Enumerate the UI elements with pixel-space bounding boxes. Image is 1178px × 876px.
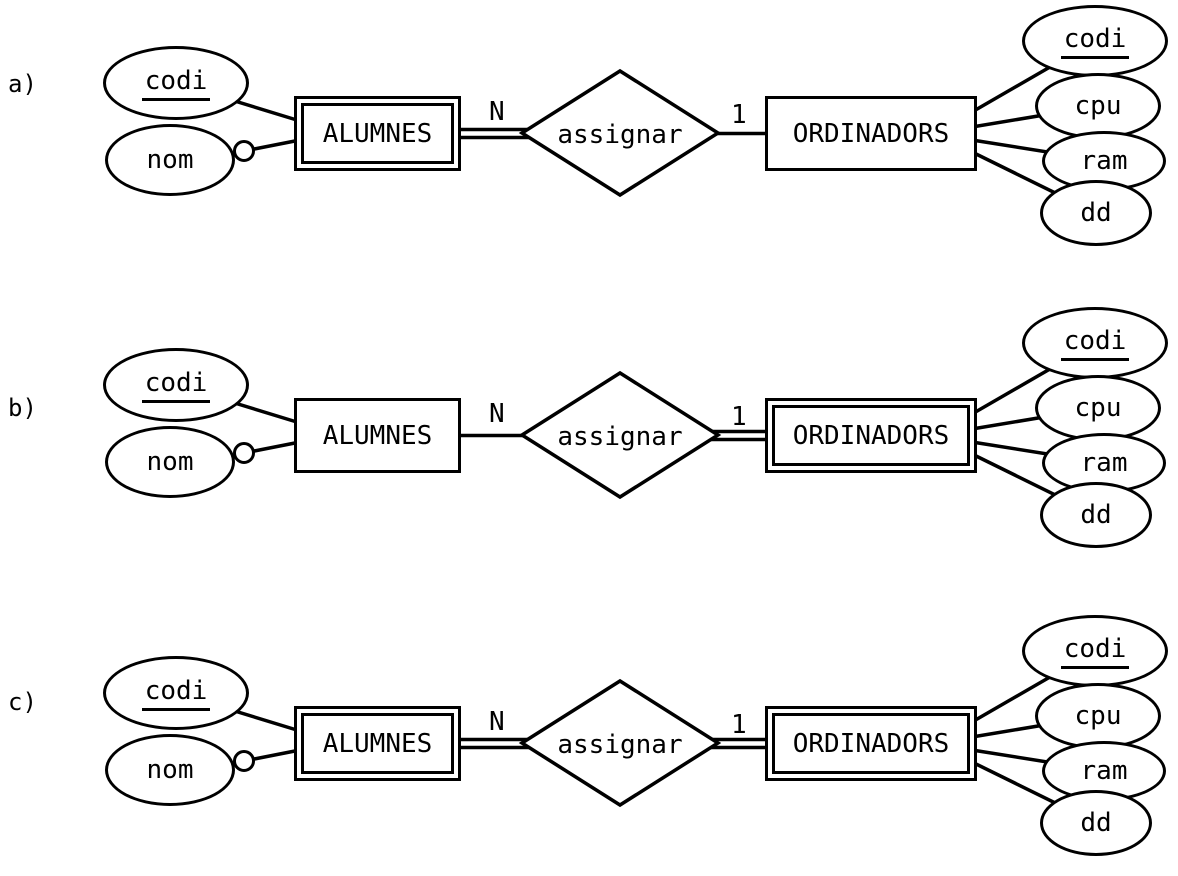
- relationship-label-assignar: assignar: [557, 730, 683, 760]
- attribute-ellipse-codi-left: codi: [103, 46, 249, 120]
- attribute-label-nom: nom: [146, 755, 194, 785]
- attribute-label-codi: codi: [1060, 326, 1130, 361]
- attribute-ellipse-cpu: cpu: [1035, 375, 1161, 441]
- entity-label-ordinadors: ORDINADORS: [792, 420, 950, 451]
- relationship-diamond-assignar: [518, 68, 722, 198]
- er-diagram-row-b: b) codi nom ALUMNES N assignar 1 ORDINAD…: [0, 302, 1178, 568]
- attribute-ellipse-nom: nom: [105, 124, 235, 196]
- optional-circle-marker: [233, 750, 255, 772]
- attribute-label-codi: codi: [1060, 24, 1130, 59]
- row-label-a: a): [8, 70, 37, 98]
- attribute-label-nom: nom: [146, 145, 194, 175]
- cardinality-n-label: N: [489, 399, 505, 429]
- entity-alumnes: ALUMNES: [294, 706, 461, 781]
- attribute-label-codi: codi: [141, 368, 211, 403]
- row-label-b: b): [8, 394, 37, 422]
- entity-ordinadors: ORDINADORS: [765, 398, 977, 473]
- attribute-ellipse-codi-right: codi: [1022, 615, 1168, 687]
- attribute-label-cpu: cpu: [1074, 91, 1122, 121]
- attribute-label-ram: ram: [1080, 448, 1128, 478]
- attribute-ellipse-cpu: cpu: [1035, 683, 1161, 749]
- cardinality-1-label: 1: [731, 710, 747, 740]
- attribute-label-codi: codi: [141, 676, 211, 711]
- attribute-ellipse-nom: nom: [105, 426, 235, 498]
- attribute-label-dd: dd: [1080, 500, 1112, 530]
- attribute-label-codi: codi: [141, 66, 211, 101]
- attribute-ellipse-codi-left: codi: [103, 348, 249, 422]
- row-b-connector-lines: [175, 341, 1105, 517]
- er-diagram-row-c: c) codi nom ALUMNES N assignar 1 ORDINAD…: [0, 610, 1178, 876]
- entity-label-alumnes: ALUMNES: [322, 420, 433, 451]
- cardinality-1-label: 1: [731, 402, 747, 432]
- attribute-label-nom: nom: [146, 447, 194, 477]
- cardinality-n-label: N: [489, 707, 505, 737]
- entity-label-ordinadors: ORDINADORS: [792, 118, 950, 149]
- er-diagram-row-a: a) codi nom ALUMNES N assignar 1 ORDINAD…: [0, 0, 1178, 266]
- attribute-label-cpu: cpu: [1074, 393, 1122, 423]
- attribute-ellipse-codi-left: codi: [103, 656, 249, 730]
- optional-circle-marker: [233, 442, 255, 464]
- optional-circle-marker: [233, 140, 255, 162]
- entity-alumnes: ALUMNES: [294, 96, 461, 171]
- attribute-ellipse-dd: dd: [1040, 790, 1152, 856]
- row-label-c: c): [8, 688, 37, 716]
- attribute-ellipse-codi-right: codi: [1022, 5, 1168, 77]
- entity-label-ordinadors: ORDINADORS: [792, 728, 950, 759]
- cardinality-n-label: N: [489, 97, 505, 127]
- attribute-ellipse-codi-right: codi: [1022, 307, 1168, 379]
- attribute-label-ram: ram: [1080, 146, 1128, 176]
- attribute-label-codi: codi: [1060, 634, 1130, 669]
- entity-alumnes: ALUMNES: [294, 398, 461, 473]
- attribute-label-ram: ram: [1080, 756, 1128, 786]
- attribute-label-dd: dd: [1080, 808, 1112, 838]
- attribute-ellipse-cpu: cpu: [1035, 73, 1161, 139]
- attribute-ellipse-nom: nom: [105, 734, 235, 806]
- cardinality-1-label: 1: [731, 100, 747, 130]
- relationship-diamond-assignar: [518, 370, 722, 500]
- relationship-diamond-assignar: [518, 678, 722, 808]
- entity-label-alumnes: ALUMNES: [322, 728, 433, 759]
- attribute-label-dd: dd: [1080, 198, 1112, 228]
- entity-ordinadors: ORDINADORS: [765, 706, 977, 781]
- attribute-ellipse-dd: dd: [1040, 180, 1152, 246]
- attribute-label-cpu: cpu: [1074, 701, 1122, 731]
- relationship-label-assignar: assignar: [557, 120, 683, 150]
- entity-ordinadors: ORDINADORS: [765, 96, 977, 171]
- attribute-ellipse-dd: dd: [1040, 482, 1152, 548]
- entity-label-alumnes: ALUMNES: [322, 118, 433, 149]
- relationship-label-assignar: assignar: [557, 422, 683, 452]
- row-a-connector-lines: [175, 39, 1105, 215]
